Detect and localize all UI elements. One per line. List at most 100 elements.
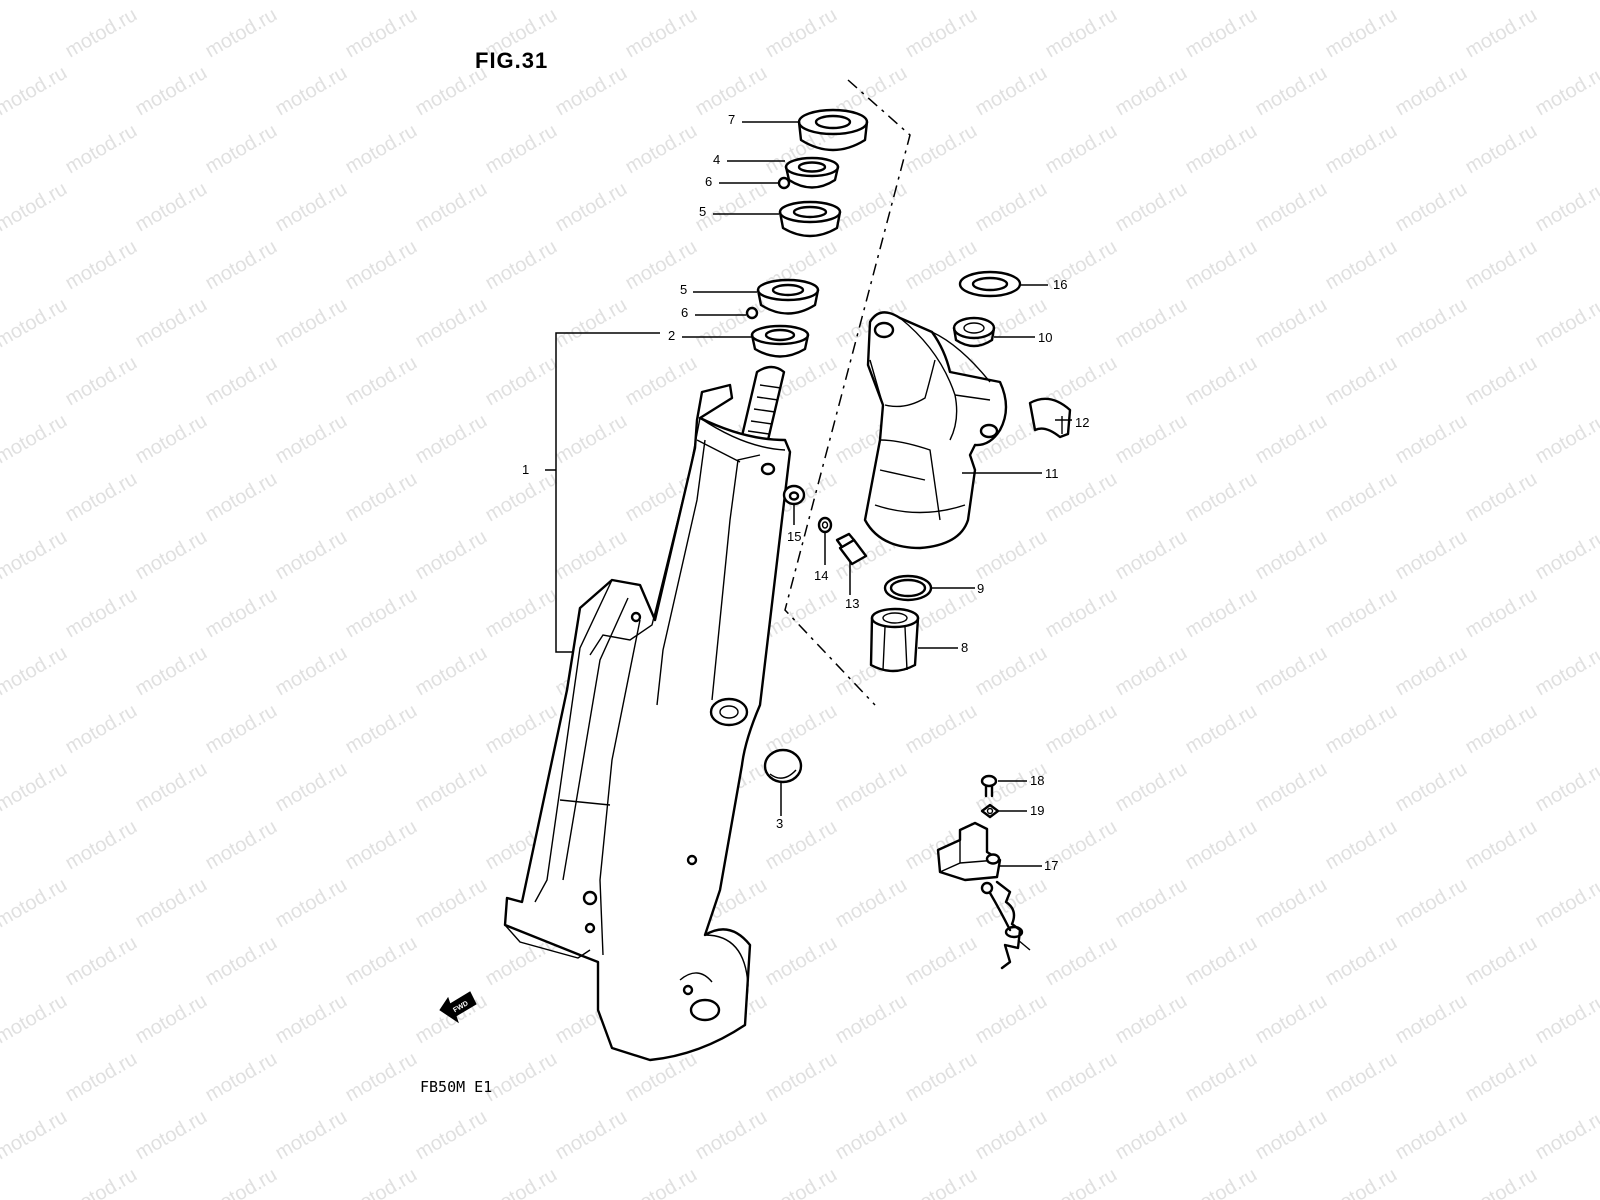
watermark-text: motod.ru: [1042, 4, 1121, 63]
watermark-text: motod.ru: [1392, 294, 1471, 353]
watermark-text: motod.ru: [1322, 468, 1401, 527]
watermark-text: motod.ru: [552, 178, 631, 237]
callout-6: 6: [681, 305, 688, 320]
watermark-text: motod.ru: [412, 0, 491, 4]
watermark-text: motod.ru: [552, 62, 631, 121]
watermark-text: motod.ru: [202, 1164, 281, 1200]
watermark-text: motod.ru: [1462, 236, 1541, 295]
watermark-text: motod.ru: [0, 1048, 1, 1107]
steel-ball-6-upper: [777, 176, 791, 190]
watermark-text: motod.ru: [342, 236, 421, 295]
watermark-text: motod.ru: [202, 816, 281, 875]
watermark-text: motod.ru: [482, 352, 561, 411]
front-fork-1: [503, 365, 792, 1062]
watermark-text: motod.ru: [202, 4, 281, 63]
watermark-text: motod.ru: [62, 816, 141, 875]
o-ring-9: [883, 574, 933, 602]
watermark-text: motod.ru: [1112, 1106, 1191, 1165]
leader-lines: [682, 121, 1072, 867]
watermark-text: motod.ru: [0, 410, 71, 469]
watermark-text: motod.ru: [1252, 410, 1331, 469]
watermark-text: motod.ru: [1182, 1164, 1261, 1200]
nut-10: [952, 316, 996, 348]
watermark-text: motod.ru: [1252, 874, 1331, 933]
watermark-text: motod.ru: [622, 4, 701, 63]
watermark-text: motod.ru: [0, 352, 1, 411]
watermark-text: motod.ru: [1532, 0, 1600, 4]
watermark-text: motod.ru: [1112, 178, 1191, 237]
watermark-text: motod.ru: [202, 468, 281, 527]
watermark-text: motod.ru: [0, 178, 71, 237]
callout-2: 2: [668, 328, 675, 343]
watermark-text: motod.ru: [272, 874, 351, 933]
watermark-text: motod.ru: [412, 874, 491, 933]
watermark-text: motod.ru: [1462, 468, 1541, 527]
ignition-switch-17: [936, 821, 1031, 970]
watermark-text: motod.ru: [1112, 0, 1191, 4]
watermark-text: motod.ru: [622, 120, 701, 179]
callout-13: 13: [845, 596, 859, 611]
watermark-text: motod.ru: [1532, 990, 1600, 1049]
watermark-text: motod.ru: [202, 236, 281, 295]
callout-1: 1: [522, 462, 529, 477]
watermark-text: motod.ru: [1462, 1048, 1541, 1107]
washer-16: [958, 270, 1022, 298]
bolt-13: [835, 532, 868, 566]
watermark-text: motod.ru: [1392, 0, 1471, 4]
callout-3: 3: [776, 816, 783, 831]
watermark-text: motod.ru: [1322, 4, 1401, 63]
watermark-text: motod.ru: [552, 526, 631, 585]
watermark-text: motod.ru: [0, 120, 1, 179]
bearing-race-5-upper: [778, 200, 842, 238]
watermark-text: motod.ru: [132, 0, 211, 4]
watermark-text: motod.ru: [1252, 642, 1331, 701]
watermark-text: motod.ru: [1462, 816, 1541, 875]
watermark-text: motod.ru: [272, 62, 351, 121]
watermark-text: motod.ru: [132, 642, 211, 701]
watermark-text: motod.ru: [62, 468, 141, 527]
callout-12: 12: [1075, 415, 1089, 430]
watermark-text: motod.ru: [1182, 120, 1261, 179]
watermark-text: motod.ru: [342, 120, 421, 179]
watermark-text: motod.ru: [342, 1048, 421, 1107]
upper-race-4: [784, 156, 840, 189]
watermark-text: motod.ru: [762, 1164, 841, 1200]
watermark-text: motod.ru: [1532, 178, 1600, 237]
watermark-text: motod.ru: [0, 584, 1, 643]
watermark-text: motod.ru: [1042, 1048, 1121, 1107]
stem-nut-8: [869, 607, 920, 673]
watermark-text: motod.ru: [62, 120, 141, 179]
lower-race-2: [750, 324, 810, 358]
watermark-text: motod.ru: [692, 294, 771, 353]
watermark-text: motod.ru: [132, 526, 211, 585]
watermark-text: motod.ru: [342, 700, 421, 759]
watermark-text: motod.ru: [1112, 410, 1191, 469]
watermark-text: motod.ru: [1392, 526, 1471, 585]
watermark-text: motod.ru: [342, 4, 421, 63]
watermark-text: motod.ru: [1252, 758, 1331, 817]
watermark-text: motod.ru: [0, 0, 71, 4]
watermark-text: motod.ru: [62, 1164, 141, 1200]
watermark-text: motod.ru: [1392, 990, 1471, 1049]
watermark-text: motod.ru: [1182, 4, 1261, 63]
fwd-arrow-icon: FWD: [439, 991, 477, 1024]
watermark-text: motod.ru: [0, 468, 1, 527]
watermark-text: motod.ru: [342, 584, 421, 643]
watermark-text: motod.ru: [342, 352, 421, 411]
clip-12: [1028, 397, 1072, 439]
watermark-text: motod.ru: [1392, 62, 1471, 121]
watermark-text: motod.ru: [202, 584, 281, 643]
watermark-text: motod.ru: [132, 410, 211, 469]
watermark-text: motod.ru: [1392, 642, 1471, 701]
watermark-text: motod.ru: [412, 758, 491, 817]
watermark-text: motod.ru: [972, 62, 1051, 121]
watermark-text: motod.ru: [272, 758, 351, 817]
watermark-text: motod.ru: [762, 4, 841, 63]
watermark-text: motod.ru: [0, 1106, 71, 1165]
callout-16: 16: [1053, 277, 1067, 292]
watermark-text: motod.ru: [1532, 758, 1600, 817]
callout-18: 18: [1030, 773, 1044, 788]
watermark-text: motod.ru: [62, 700, 141, 759]
screw-18: [980, 774, 998, 798]
